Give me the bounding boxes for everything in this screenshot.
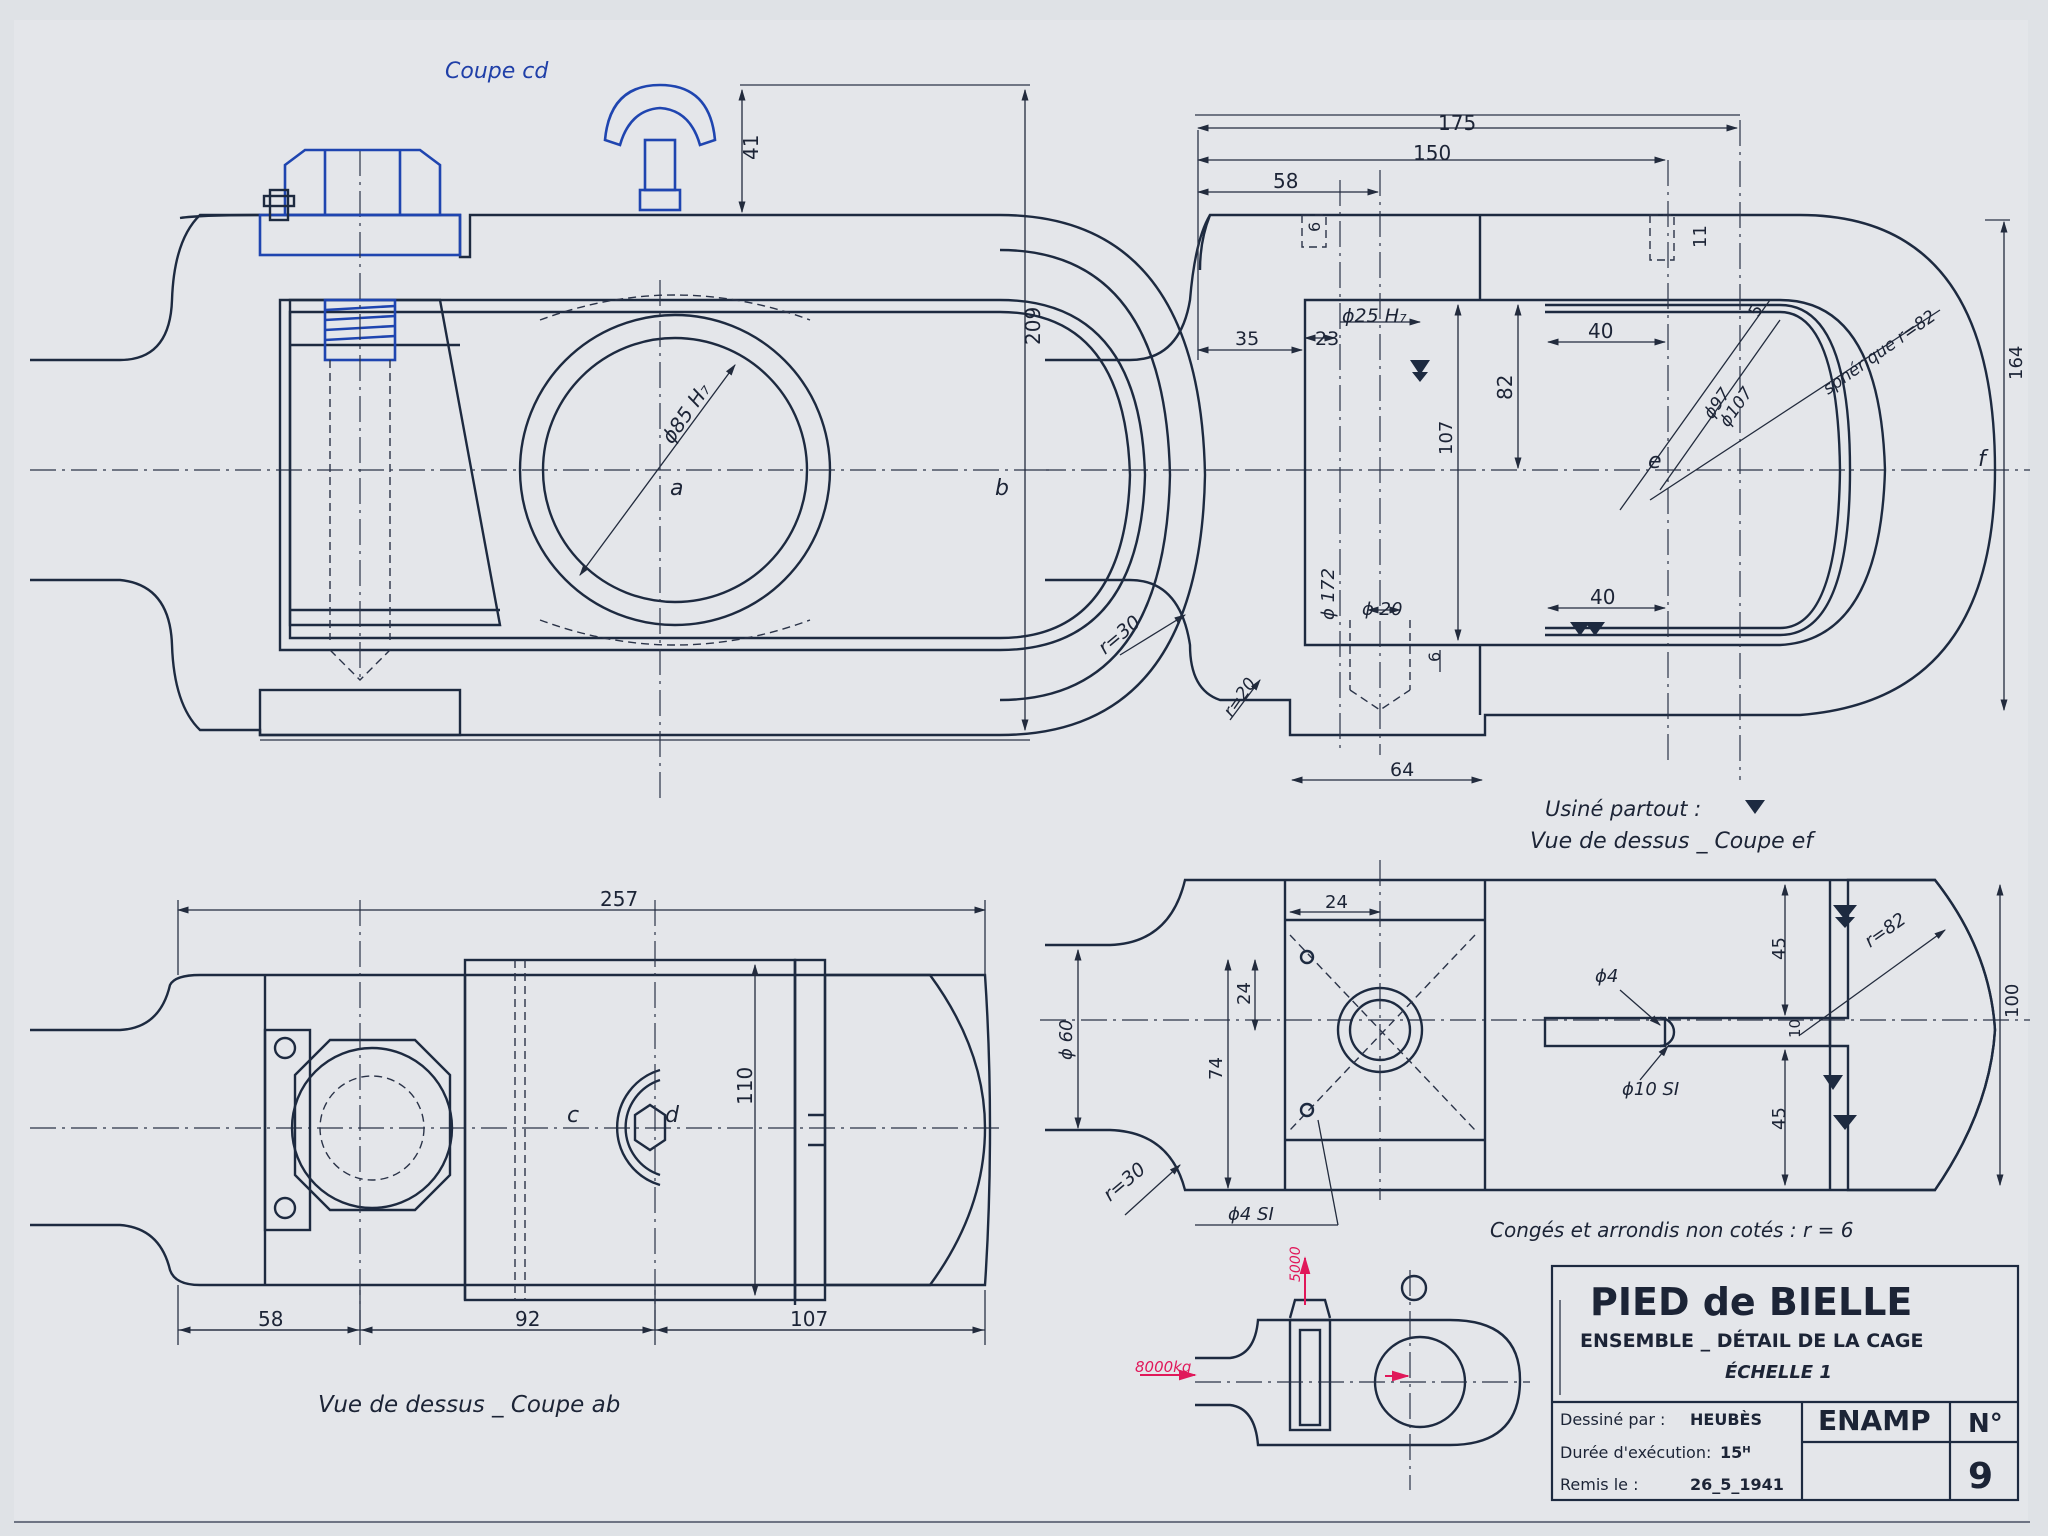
view-top-section-ef [1040, 860, 2030, 1226]
date-label: Remis le : [1560, 1475, 1638, 1494]
number-label: N° [1968, 1409, 2003, 1439]
dim-64: 64 [1390, 759, 1414, 781]
dim-23: 23 [1315, 328, 1339, 350]
dim-107-bottom: 107 [790, 1307, 828, 1331]
dim-11: 11 [1690, 225, 1711, 248]
duration: 15ᴴ [1720, 1443, 1751, 1462]
label-b: b [995, 476, 1009, 501]
scale: ÉCHELLE 1 [1725, 1361, 1832, 1383]
dim-60: ϕ 60 [1056, 1020, 1077, 1061]
dim-4-diameter: ϕ4 [1595, 966, 1618, 987]
subtitle: ENSEMBLE _ DÉTAIL DE LA CAGE [1580, 1329, 1924, 1352]
dim-24-top: 24 [1325, 892, 1348, 913]
view-cage-section [1040, 114, 2030, 784]
view-top-section-ab [30, 900, 1000, 1345]
dim-175: 175 [1438, 111, 1476, 135]
dim-45-bottom: 45 [1769, 1107, 1790, 1130]
machined-symbol-icon [1745, 800, 1765, 814]
dim-100: 100 [2002, 984, 2023, 1018]
dim-35: 35 [1235, 328, 1259, 350]
dim-4-si: ϕ4 SI [1228, 1204, 1274, 1225]
load-vertical-5000: 5000 [1288, 1246, 1304, 1282]
dim-257: 257 [600, 887, 638, 911]
view-title-section-ef: Vue de dessus _ Coupe ef [1530, 829, 1816, 854]
paper [14, 20, 2028, 1520]
dim-209: 209 [1021, 307, 1045, 345]
dim-10-si: ϕ10 SI [1622, 1079, 1679, 1100]
dim-82: 82 [1493, 375, 1517, 400]
label-c: c [567, 1103, 579, 1128]
dim-150: 150 [1413, 141, 1451, 165]
dim-164: 164 [2006, 346, 2027, 380]
note-fillets: Congés et arrondis non cotés : r = 6 [1490, 1218, 1853, 1242]
dim-40-top: 40 [1588, 319, 1613, 343]
view-title-section-ab: Vue de dessus _ Coupe ab [318, 1392, 620, 1418]
dim-41: 41 [739, 135, 763, 160]
dim-20-hole: ϕ 20 [1362, 599, 1403, 620]
load-horizontal-8000kg: 8000kg [1135, 1358, 1191, 1376]
dim-58-top: 58 [1273, 169, 1298, 193]
dim-10: 10 [1786, 1019, 1804, 1038]
view-title-section-cd: Coupe cd [445, 59, 549, 84]
label-f: f [1978, 447, 1989, 472]
title-block [1550, 1264, 2020, 1502]
duration-label: Durée d'exécution: [1560, 1443, 1711, 1462]
dim-45-top: 45 [1769, 937, 1790, 960]
note-machined: Usiné partout : [1545, 797, 1701, 821]
dim-74: 74 [1206, 1057, 1227, 1080]
dim-58-bottom: 58 [258, 1307, 283, 1331]
school: ENAMP [1818, 1404, 1931, 1437]
view-section-cd [30, 83, 1207, 800]
label-e: e [1648, 449, 1662, 474]
dim-6-bottom: 6 [1425, 652, 1444, 662]
dim-172: ϕ 172 [1318, 568, 1339, 620]
drawing-number: 9 [1968, 1456, 1993, 1497]
dim-110: 110 [733, 1067, 757, 1105]
dim-40-bottom: 40 [1590, 585, 1615, 609]
date: 26_5_1941 [1690, 1475, 1784, 1494]
dim-24-vertical: 24 [1234, 982, 1255, 1005]
label-a: a [670, 476, 683, 501]
dim-25-h7: ϕ25 H₇ [1342, 305, 1407, 327]
title: PIED de BIELLE [1590, 1280, 1912, 1324]
dim-92: 92 [515, 1307, 540, 1331]
label-d: d [665, 1103, 680, 1128]
drawn-by: HEUBÈS [1690, 1410, 1762, 1429]
drawn-by-label: Dessiné par : [1560, 1410, 1665, 1429]
load-sketch [1140, 1256, 1530, 1490]
dim-107-vertical: 107 [1436, 421, 1457, 455]
dim-6-hole: 6 [1305, 222, 1324, 232]
